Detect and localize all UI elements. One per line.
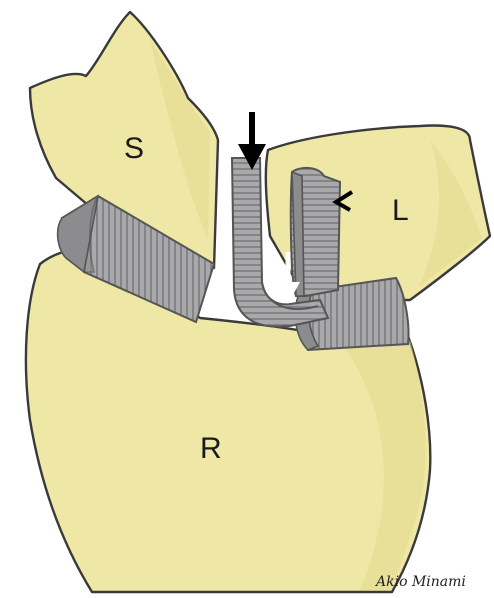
scaphoid-label: S <box>124 132 144 165</box>
radius-label: R <box>200 432 222 465</box>
artist-signature: Akio Minami <box>374 574 466 590</box>
lunate-label: L <box>392 194 409 227</box>
